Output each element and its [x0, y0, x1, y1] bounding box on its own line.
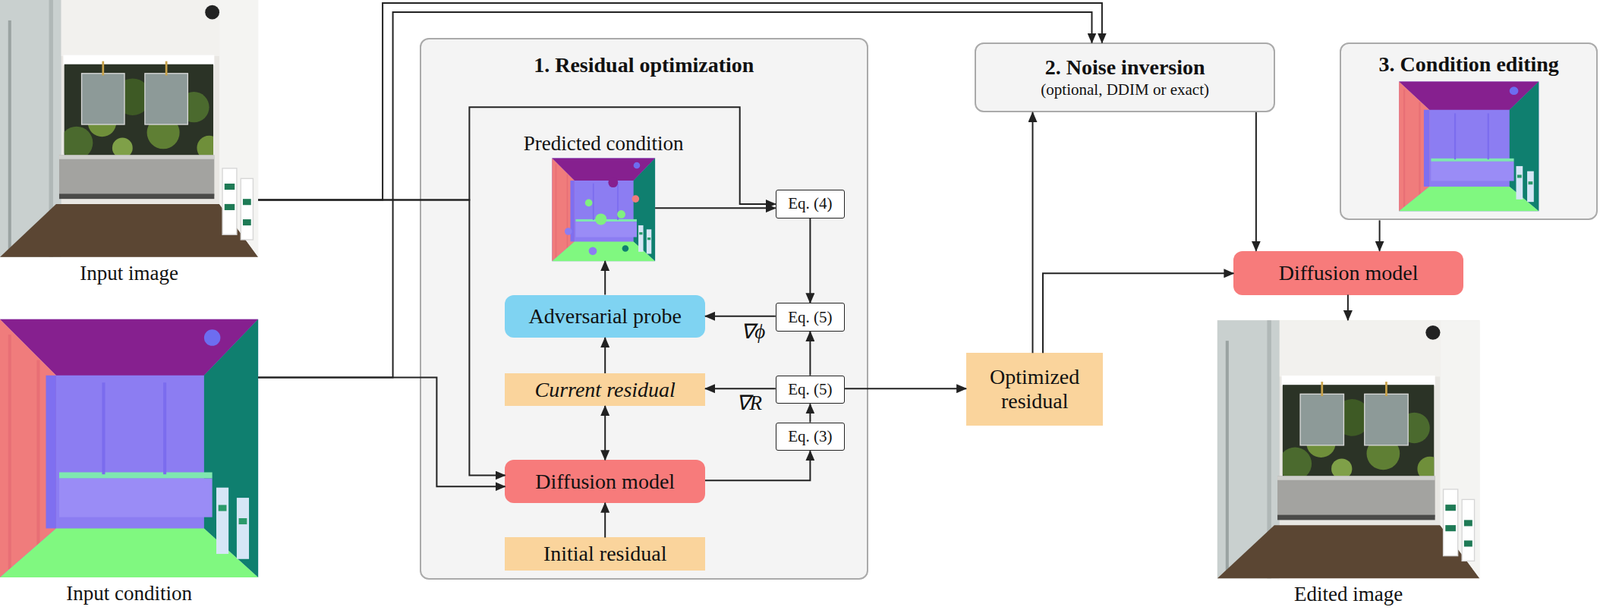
node-label: Predicted condition	[523, 132, 684, 155]
flow-arrow	[258, 200, 505, 476]
node-label: Edited image	[1294, 582, 1403, 606]
gradient-label: ∇R	[736, 390, 763, 416]
node-label: Adversarial probe	[529, 304, 682, 329]
equation-box: Eq. (5)	[775, 375, 845, 405]
flow-arrow	[655, 207, 776, 209]
flow-arrow	[1255, 112, 1257, 252]
node-label: Input image	[79, 261, 179, 285]
equation-box: Eq. (3)	[775, 422, 845, 452]
node-label: Current residual	[535, 377, 676, 403]
edited-normal-map	[1398, 81, 1539, 212]
residual-box: Current residual	[504, 373, 706, 407]
node-label: Diffusion model	[535, 469, 675, 495]
illustration-part	[617, 210, 626, 219]
node-label: 1. Residual optimization	[421, 53, 868, 78]
residual-box: Initial residual	[504, 537, 706, 571]
input-normal-map	[0, 319, 259, 578]
illustration-part	[585, 199, 593, 208]
model-box: Diffusion model	[504, 459, 706, 503]
photo-frame: Input image	[0, 0, 259, 258]
illustration-part	[564, 227, 573, 236]
flow-arrow	[844, 387, 967, 390]
condition-frame: Input condition	[0, 319, 259, 578]
flow-arrow	[1379, 220, 1381, 251]
flow-arrow	[705, 387, 776, 390]
gradient-label: ∇ϕ	[740, 319, 766, 344]
node-label: Optimized residual	[966, 365, 1103, 414]
node-label: Eq. (4)	[787, 194, 832, 214]
flow-arrow	[705, 315, 776, 318]
flow-arrow	[705, 450, 810, 481]
predicted-normal-map	[551, 157, 656, 262]
node-label: 2. Noise inversion	[1045, 55, 1206, 80]
input-photo	[0, 0, 259, 258]
photo-frame: Edited image	[1217, 320, 1481, 579]
residual-box: Optimized residual	[966, 352, 1103, 426]
node-label: Diffusion model	[1278, 261, 1419, 286]
stage-panel: 1. Residual optimizationPredicted condit…	[419, 37, 870, 580]
flow-arrow	[1032, 112, 1034, 353]
node-label: Eq. (5)	[787, 308, 832, 328]
edited-photo	[1217, 320, 1481, 579]
illustration-part	[622, 245, 630, 252]
illustration-part	[588, 246, 598, 256]
flow-arrow	[809, 331, 811, 376]
flow-arrow	[604, 337, 606, 374]
illustration-part	[595, 213, 607, 225]
node-label: Eq. (3)	[787, 427, 832, 447]
condition-frame: Predicted condition	[551, 157, 656, 262]
stage-box: 2. Noise inversion(optional, DDIM or exa…	[974, 42, 1276, 112]
flow-arrow	[809, 218, 811, 304]
illustration-part	[551, 157, 656, 262]
flow-arrow	[604, 503, 606, 539]
illustration-part	[1398, 81, 1539, 212]
illustration-part	[1217, 320, 1481, 579]
equation-box: Eq. (4)	[775, 189, 845, 219]
flow-arrow	[604, 406, 606, 460]
node-label: Eq. (5)	[787, 380, 832, 400]
flow-arrow	[604, 261, 606, 295]
node-label: Initial residual	[543, 541, 668, 567]
illustration-part	[577, 187, 585, 195]
flow-arrow	[258, 12, 1092, 378]
illustration-part	[607, 177, 618, 188]
node-note: (optional, DDIM or exact)	[1040, 79, 1210, 100]
illustration-part	[632, 195, 640, 203]
flow-arrow	[258, 107, 776, 205]
probe-box: Adversarial probe	[504, 295, 706, 338]
flow-arrow	[258, 3, 1103, 201]
node-label: 3. Condition editing	[1341, 52, 1597, 77]
flow-arrow	[1042, 273, 1234, 353]
flow-arrow	[809, 403, 811, 423]
node-label: Input condition	[66, 582, 193, 605]
stage-box: 3. Condition editing	[1339, 42, 1598, 221]
equation-box: Eq. (5)	[775, 302, 845, 332]
flow-arrow	[258, 377, 505, 487]
flow-arrow	[1347, 295, 1349, 322]
model-box: Diffusion model	[1233, 251, 1463, 296]
